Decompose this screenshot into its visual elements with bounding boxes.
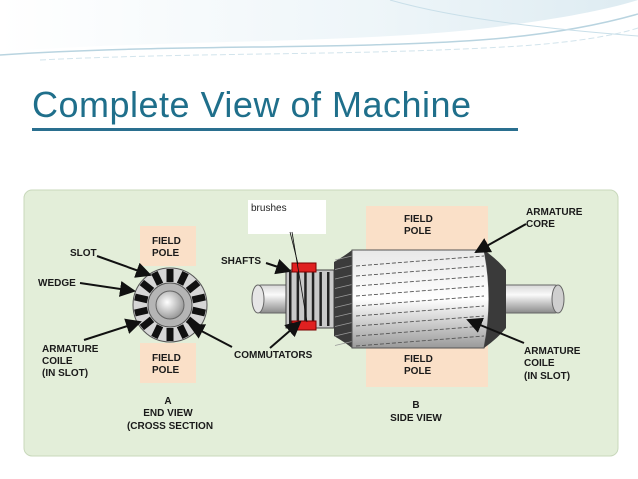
- armature-slot: [185, 279, 201, 294]
- winding-strand: [334, 293, 353, 299]
- header-swoosh-decoration: [0, 0, 638, 61]
- armature-slot: [191, 306, 206, 317]
- field-pole-top-end-view: [140, 226, 196, 266]
- commutators-label: COMMUTATORS: [234, 350, 313, 361]
- side-view-caption-1: B: [412, 400, 419, 411]
- armature-coil-end-label-1: ARMATURE: [42, 344, 99, 355]
- winding-strand: [334, 331, 353, 337]
- armature-core: [351, 249, 490, 349]
- winding-strand: [334, 312, 353, 318]
- field-pole-top-side-label-2: POLE: [404, 226, 432, 237]
- armature-cross-section: [132, 267, 208, 343]
- winding-strand: [334, 284, 353, 289]
- core-slot-line: [355, 285, 485, 297]
- armature-core-arrow: [474, 223, 527, 253]
- shaft-end-right: [551, 284, 565, 314]
- armature-windings: [334, 250, 353, 348]
- armature-slot: [166, 269, 174, 282]
- armature-slot: [151, 324, 164, 339]
- slide-title: Complete View of Machine: [32, 84, 472, 125]
- armature-slot: [176, 271, 189, 286]
- armature-core-label-2: CORE: [526, 219, 555, 230]
- shafts-label: SHAFTS: [221, 256, 261, 267]
- shaft-end-left: [251, 284, 265, 314]
- winding-strand: [334, 274, 353, 280]
- commutators-arrow-left: [188, 324, 233, 348]
- winding-strand: [334, 303, 353, 308]
- brushes-leader-bottom: [291, 231, 308, 323]
- field-pole-top-end-label-2: POLE: [152, 248, 180, 259]
- core-slot-line: [355, 335, 485, 347]
- core-slot-line: [355, 315, 485, 327]
- commutator-bar: [296, 272, 300, 326]
- wedge-label: WEDGE: [38, 278, 76, 289]
- core-slot-line: [355, 255, 485, 267]
- field-pole-top-end-label-1: FIELD: [152, 236, 181, 247]
- commutator-bar: [304, 272, 307, 326]
- shaft-end-circle: [155, 290, 185, 320]
- armature-coil-side-label-2: COILE: [524, 358, 555, 369]
- field-pole-bottom-side-label-2: POLE: [404, 366, 432, 377]
- core-slot-line: [355, 325, 485, 337]
- armature-slot: [176, 324, 189, 339]
- shafts-arrow: [265, 258, 292, 275]
- armature-slot: [134, 293, 149, 304]
- armature-coil-side-label-3: (IN SLOT): [524, 371, 570, 382]
- core-slot-line: [355, 305, 485, 317]
- slot-arrow: [96, 255, 152, 278]
- armature-slot: [134, 306, 149, 317]
- armature-slot: [139, 316, 155, 331]
- field-pole-bottom-end-label-2: POLE: [152, 365, 180, 376]
- core-slot-line: [355, 275, 485, 287]
- core-slot-line: [355, 295, 485, 307]
- slot-label: SLOT: [70, 248, 97, 259]
- armature-slot: [139, 279, 155, 294]
- commutator-bar: [319, 272, 322, 326]
- brushes-label: brushes: [251, 203, 287, 214]
- commutators-arrow-right: [269, 320, 302, 349]
- field-pole-bottom-side-view: [366, 343, 488, 387]
- brushes-callout-box: [248, 200, 326, 234]
- armature-windings-right: [484, 250, 506, 348]
- armature-core-label-1: ARMATURE: [526, 207, 583, 218]
- field-pole-bottom-side-label-1: FIELD: [404, 354, 433, 365]
- winding-strand: [334, 265, 353, 270]
- winding-strand: [334, 341, 353, 346]
- end-view-caption-2: END VIEW: [143, 408, 193, 419]
- armature-coil-end-label-2: COILE: [42, 356, 73, 367]
- field-pole-bottom-end-label-1: FIELD: [152, 353, 181, 364]
- armature-slot: [191, 293, 206, 304]
- winding-strand: [334, 255, 353, 261]
- core-slot-line: [355, 265, 485, 277]
- brush-top: [291, 262, 317, 273]
- armature-coil-end-arrow: [83, 318, 142, 341]
- armature-coil-side-label-1: ARMATURE: [524, 346, 581, 357]
- commutator-bar: [311, 272, 315, 326]
- armature-coil-side-arrow: [466, 317, 525, 344]
- wedge-arrow: [79, 281, 136, 297]
- end-view-caption-1: A: [164, 396, 171, 407]
- side-view-caption-2: SIDE VIEW: [390, 413, 442, 424]
- title-underline: [32, 128, 518, 131]
- commutator: [285, 269, 335, 329]
- commutator-bar: [327, 272, 330, 326]
- field-pole-bottom-end-view: [140, 343, 196, 383]
- core-slot-lines: [355, 255, 485, 347]
- winding-strand: [334, 322, 353, 327]
- armature-slot: [151, 271, 164, 286]
- armature-coil-end-label-3: (IN SLOT): [42, 368, 88, 379]
- commutator-bar: [289, 272, 292, 326]
- armature-slot: [166, 328, 174, 341]
- field-pole-top-side-label-1: FIELD: [404, 214, 433, 225]
- end-view-caption-3: (CROSS SECTION: [127, 421, 213, 432]
